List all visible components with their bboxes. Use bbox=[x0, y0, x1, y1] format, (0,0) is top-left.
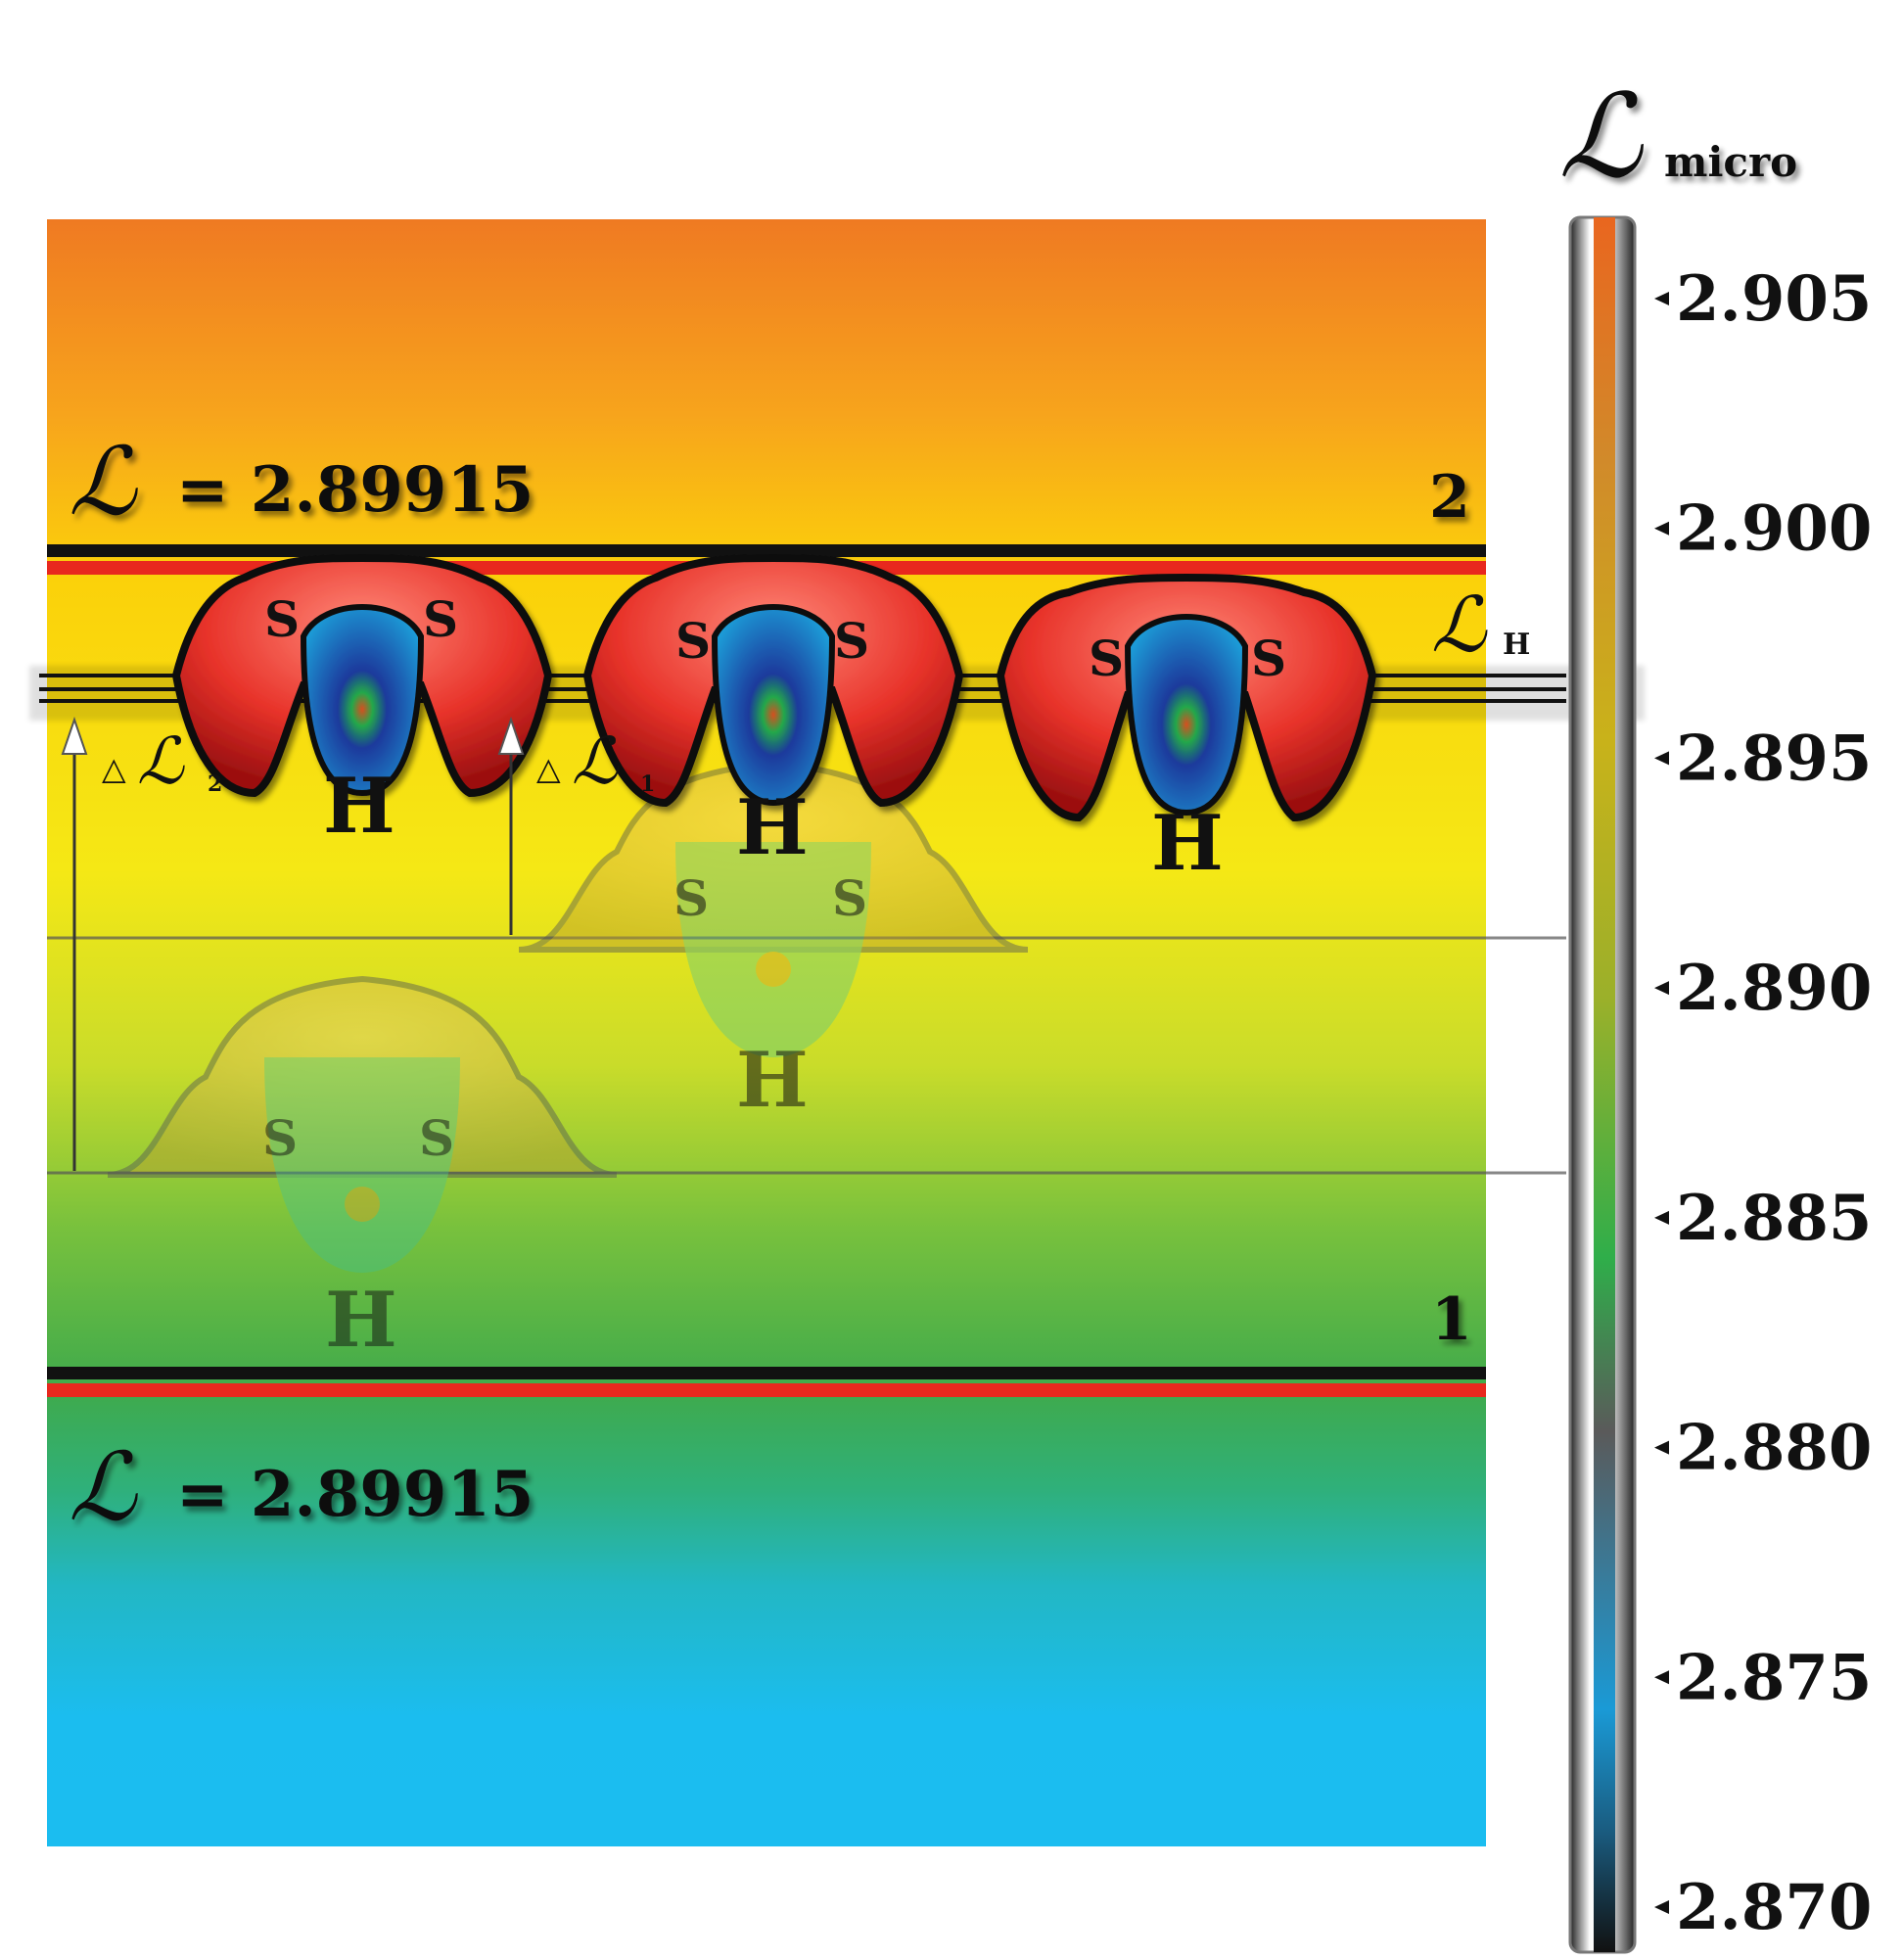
delta-sign: △ bbox=[536, 750, 561, 787]
delta-subscript: 1 bbox=[640, 771, 655, 797]
sulfur-label: S bbox=[262, 1109, 298, 1167]
transition-arrow-1 bbox=[497, 716, 525, 935]
colorbar: 2.905 2.900 2.895 2.890 2.885 2.880 2.875 2.870 bbox=[1568, 215, 1872, 1954]
level-symbol: ℒ bbox=[1431, 582, 1488, 670]
level-1-boundary bbox=[47, 1367, 1486, 1397]
delta-sign: △ bbox=[102, 750, 126, 787]
level-symbol: ℒ bbox=[69, 1432, 138, 1542]
molecule-hydrogen-level-3 bbox=[996, 574, 1377, 822]
delta-symbol: ℒ bbox=[137, 723, 185, 799]
colorbar-tick-label: 2.875 bbox=[1676, 1641, 1872, 1714]
colorbar-tick-label: 2.880 bbox=[1676, 1412, 1872, 1485]
delta-1-label: △ ℒ 1 bbox=[536, 723, 655, 799]
delta-2-label: △ ℒ 2 bbox=[102, 723, 222, 799]
hydrogen-atom-label: H bbox=[325, 1276, 397, 1365]
colorbar-tick-label: 2.870 bbox=[1676, 1871, 1872, 1944]
sulfur-label: S bbox=[1089, 630, 1124, 687]
colorbar-tick-label: 2.890 bbox=[1676, 952, 1872, 1025]
level-symbol: ℒ bbox=[69, 427, 138, 537]
colorbar-tick-mark bbox=[1654, 292, 1669, 305]
sulfur-label: S bbox=[832, 869, 867, 927]
molecule-hydrogen-level-labels: S S H S S H S S H bbox=[264, 590, 1286, 888]
transition-arrow-2 bbox=[61, 716, 88, 1171]
level-number: 1 bbox=[1431, 1285, 1472, 1354]
molecule-level-1 bbox=[107, 975, 618, 1273]
sulfur-label: S bbox=[673, 869, 709, 927]
molecule-intermediate-labels: S S H bbox=[673, 869, 867, 1125]
level-subscript: H bbox=[1503, 628, 1530, 662]
colorbar-ticks: 2.905 2.900 2.895 2.890 2.885 2.880 2.875 2.870 bbox=[1654, 262, 1872, 1944]
hydrogen-atom-label: H bbox=[736, 783, 809, 872]
colorbar-tick-label: 2.895 bbox=[1676, 722, 1872, 795]
sulfur-label: S bbox=[423, 590, 458, 648]
colorbar-tick-label: 2.900 bbox=[1676, 492, 1872, 566]
colorbar-tick-mark bbox=[1654, 1670, 1669, 1685]
colorbar-symbol: ℒ bbox=[1558, 69, 1644, 204]
bottom-region-label: ℒ = 2.89915 1 bbox=[69, 1285, 1472, 1542]
hydrogen-atom-label: H bbox=[323, 762, 395, 851]
molecule-intermediate-level bbox=[518, 760, 1029, 1057]
colorbar-tick-mark bbox=[1654, 1440, 1669, 1455]
colorbar-tick-label: 2.905 bbox=[1676, 262, 1872, 336]
colorbar-tick-mark bbox=[1654, 1900, 1669, 1914]
colorbar-title: ℒ micro bbox=[1558, 69, 1797, 204]
hydrogen-atom-label: H bbox=[736, 1036, 809, 1125]
colorbar-tick-mark bbox=[1654, 751, 1669, 766]
colorbar-tick-label: 2.885 bbox=[1676, 1182, 1872, 1255]
sulfur-label: S bbox=[419, 1109, 454, 1167]
sulfur-label: S bbox=[834, 612, 869, 670]
top-region-label: ℒ = 2.89915 2 bbox=[69, 427, 1470, 537]
hydrogen-level-label: ℒ H bbox=[1431, 582, 1530, 670]
sulfur-label: S bbox=[1251, 630, 1286, 687]
sulfur-label: S bbox=[675, 612, 711, 670]
level-number: 2 bbox=[1429, 463, 1470, 532]
level-value: = 2.89915 bbox=[176, 1458, 534, 1531]
molecule-hydrogen-level-2 bbox=[582, 554, 964, 808]
delta-subscript: 2 bbox=[208, 771, 222, 797]
hydrogen-atom-label: H bbox=[1151, 799, 1224, 888]
molecule-hydrogen-level-1 bbox=[171, 554, 553, 798]
colorbar-tick-mark bbox=[1654, 1210, 1669, 1225]
colorbar-tick-mark bbox=[1654, 521, 1669, 536]
sulfur-label: S bbox=[264, 590, 300, 648]
colorbar-subscript: micro bbox=[1664, 138, 1797, 186]
delta-symbol: ℒ bbox=[572, 723, 620, 799]
level-value: = 2.89915 bbox=[176, 453, 534, 527]
molecule-level-1-labels: S S H bbox=[262, 1109, 454, 1365]
colorbar-tick-mark bbox=[1654, 981, 1669, 996]
